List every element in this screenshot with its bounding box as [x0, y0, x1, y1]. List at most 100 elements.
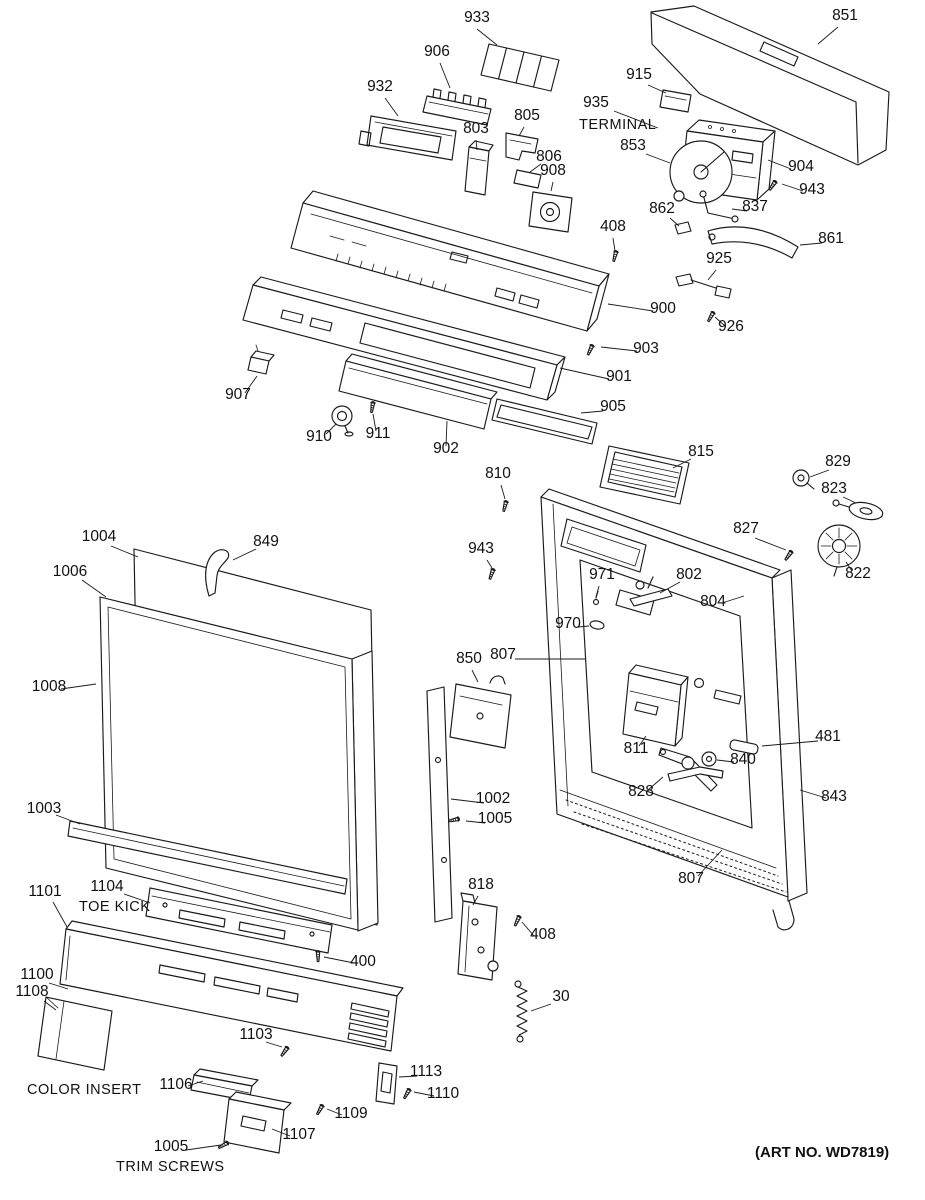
leader-851-7 [817, 26, 839, 45]
screw-1110 [400, 1086, 414, 1101]
leader-900-18 [607, 303, 654, 312]
leader-1003-51 [55, 814, 81, 825]
part-1108-color-insert [37, 996, 113, 1071]
part-815-vent [599, 445, 690, 505]
part-label-1006-35: 1006 [53, 563, 87, 580]
leader-908-6 [550, 181, 554, 192]
part-label-915-8: 915 [626, 66, 652, 83]
part-907-clip [247, 344, 275, 375]
leader-849-34 [232, 548, 257, 561]
door-front-cluster [67, 548, 512, 932]
leader-911-25 [372, 413, 377, 432]
part-840-grommet [701, 751, 717, 767]
leader-843-48 [799, 789, 827, 799]
part-label-970-40: 970 [555, 615, 581, 632]
part-label-907-22: 907 [225, 386, 251, 403]
leader-1006-35 [81, 579, 107, 598]
part-1107-bracket [223, 1091, 292, 1154]
leader-803-3 [475, 139, 478, 151]
part-30-spring [514, 980, 528, 1043]
part-818-hinge-bracket [457, 892, 499, 981]
leader-861-15 [799, 242, 823, 246]
part-1101-toe-kick-panel [59, 920, 404, 1052]
part-label-853-10: 853 [620, 137, 646, 154]
part-850-bracket-panel [449, 675, 512, 749]
part-849-clip [205, 549, 230, 597]
leader-907-22 [244, 375, 258, 394]
part-862-spacer [674, 221, 692, 235]
leader-815-27 [672, 458, 692, 469]
part-label-905-23: 905 [600, 398, 626, 415]
leader-932-2 [384, 97, 399, 117]
part-label-851-7: 851 [832, 7, 858, 24]
part-label-843-48: 843 [821, 788, 847, 805]
part-861-arm [707, 226, 799, 259]
part-label-932-2: 932 [367, 78, 393, 95]
part-label-1103-61: 1103 [239, 1026, 272, 1043]
part-label-908-6: 908 [540, 162, 566, 179]
leader-915-8 [647, 84, 667, 94]
leader-481-45 [761, 740, 819, 747]
part-label-1101-53: 1101 [28, 883, 61, 900]
screw-911 [367, 399, 378, 414]
part-label-1107-66: 1107 [282, 1126, 315, 1143]
leader-933-0 [476, 28, 498, 46]
part-label-827-31: 827 [733, 520, 759, 537]
leader-837-14 [731, 208, 748, 212]
part-label-1002-49: 1002 [476, 790, 510, 807]
part-908-switch [528, 191, 573, 233]
part-label-822-32: 822 [845, 565, 871, 582]
leader-805-4 [518, 126, 525, 137]
part-label-1104-54: 1104 [90, 878, 124, 895]
leader-1106-62 [187, 1080, 204, 1087]
part-label-815-27: 815 [688, 443, 714, 460]
leader-818-55 [472, 895, 479, 906]
screw-408-top [609, 248, 621, 263]
part-label-904-11: 904 [788, 158, 814, 175]
part-823-roller [832, 499, 884, 521]
screw-1005-mid [447, 814, 462, 825]
leader-827-31 [754, 537, 787, 551]
leader-935-9 [613, 110, 659, 129]
screw-903 [584, 342, 597, 357]
part-902-panel [338, 353, 498, 430]
part-label-849-34: 849 [253, 533, 279, 550]
screw-408-bottom [511, 913, 524, 928]
leader-1100-58 [48, 982, 69, 990]
leader-30-60 [530, 1003, 552, 1012]
part-label-1108-59: 1108 [15, 983, 48, 1000]
part-label-807-52: 807 [678, 870, 704, 887]
part-label-810-28: 810 [485, 465, 511, 482]
part-803-clip [464, 140, 494, 196]
part-932-bracket [358, 115, 457, 161]
leader-943-36 [486, 559, 493, 569]
leader-1101-53 [52, 901, 68, 928]
leader-903-20 [600, 346, 638, 352]
leader-1103-61 [265, 1041, 283, 1048]
door-slot-detail [713, 689, 742, 705]
part-1104-toe-kick-bracket [145, 887, 333, 954]
leader-1002-49 [450, 798, 485, 804]
leader-1005-67 [185, 1144, 222, 1151]
door-hole-detail [693, 677, 705, 689]
part-1003-trim-strip [67, 820, 348, 895]
part-label-902-26: 902 [433, 440, 459, 457]
part-label-1113-63: 1113 [410, 1063, 442, 1080]
part-822-wheel [817, 524, 861, 577]
part-label-400-57: 400 [350, 953, 376, 970]
part-label-1008-43: 1008 [32, 678, 66, 695]
leader-1107-66 [271, 1128, 291, 1137]
part-label-943-36: 943 [468, 540, 494, 557]
leader-853-10 [645, 153, 671, 164]
leader-1005-50 [465, 820, 486, 824]
part-811-dispenser [622, 664, 689, 747]
inner-door-cluster [540, 488, 808, 931]
leader-910-24 [325, 423, 337, 435]
leader-906-1 [439, 62, 451, 89]
part-label-1003-51: 1003 [27, 800, 61, 817]
part-label-804-39: 804 [700, 593, 726, 610]
part-906-strip [422, 88, 492, 126]
part-label-829-29: 829 [825, 453, 851, 470]
part-901-escutcheon [242, 276, 566, 401]
